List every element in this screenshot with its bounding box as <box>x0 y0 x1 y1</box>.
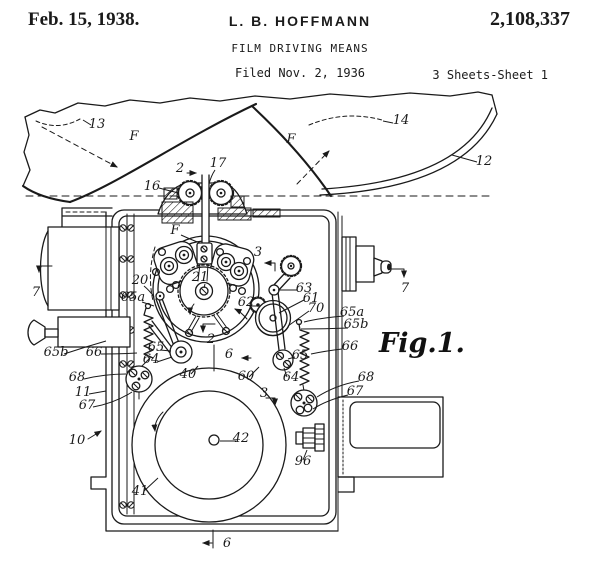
ref-label-21-12: 21 <box>191 270 209 285</box>
film-gate <box>25 174 493 282</box>
ref-label-7-21: 7 <box>401 281 410 296</box>
motor-housing <box>337 396 444 493</box>
ref-label-20-10: 20 <box>131 273 149 288</box>
ref-label-65a-11: 65a <box>121 290 145 305</box>
ref-label-65b-19: 65b <box>344 317 369 332</box>
patent-number: 2,108,337 <box>490 8 570 30</box>
spring-right <box>295 318 310 392</box>
ref-label-17-6: 17 <box>210 156 227 171</box>
ref-label-64-29: 64 <box>283 370 300 385</box>
figure-caption: Fig.1. <box>378 328 465 359</box>
ref-label-10-36: 10 <box>69 433 86 448</box>
handwheel-shaft <box>341 236 392 292</box>
ref-label-68-30: 68 <box>69 370 86 385</box>
ref-label-67-32: 67 <box>79 398 96 413</box>
wing-nut-icon <box>27 319 46 346</box>
ref-label-F-1: F <box>128 129 139 144</box>
ref-label-11-31: 11 <box>75 385 92 400</box>
section-markers <box>36 170 407 549</box>
sprocket-17 <box>207 179 235 207</box>
ref-label-64-25: 64 <box>143 352 160 367</box>
ref-label-65a-18: 65a <box>340 305 364 320</box>
gate-hatched-guides <box>161 187 281 224</box>
ref-label-96-39: 96 <box>295 454 312 469</box>
ref-label-F-3: F <box>285 132 296 147</box>
invention-title: FILM DRIVING MEANS <box>231 42 369 55</box>
ref-label-7-9: 7 <box>32 285 41 300</box>
ref-label-66-23: 66 <box>86 345 103 360</box>
ref-label-F-8: F <box>169 223 180 238</box>
ref-label-65-24: 65 <box>148 340 165 355</box>
filed-date: Filed Nov. 2, 1936 <box>234 66 366 80</box>
hidden-reel-right <box>308 115 383 126</box>
film-magazine <box>21 91 498 204</box>
plate-screws <box>119 224 135 509</box>
ref-label-16-7: 16 <box>144 179 161 194</box>
leader-lines <box>63 119 478 492</box>
ref-label-42-38: 42 <box>232 431 250 446</box>
ref-label-6-27: 6 <box>225 347 233 362</box>
frame-plate-10 <box>90 211 339 532</box>
ref-label-65-28: 65 <box>292 348 309 363</box>
ref-label-6-42: 6 <box>223 536 231 551</box>
ref-label-65b-22: 65b <box>44 345 69 360</box>
flywheel-shaft-42 <box>208 434 220 446</box>
hidden-reel-left <box>35 118 81 126</box>
drive-mechanism <box>125 235 318 417</box>
tension-arm-right <box>268 254 303 371</box>
ref-label-13-0: 13 <box>89 117 106 132</box>
ref-label-3-13: 3 <box>254 245 262 260</box>
ref-label-2-26: 2 <box>206 332 215 347</box>
inventor-name: L. B. HOFFMANN <box>228 13 372 29</box>
anchor-cluster-left <box>125 365 153 400</box>
lens-housing <box>39 226 120 311</box>
ref-label-63-15: 63 <box>296 281 313 296</box>
ref-label-67-41: 67 <box>347 384 364 399</box>
ref-label-41-37: 41 <box>131 484 149 499</box>
ref-label-66-20: 66 <box>342 339 359 354</box>
ref-label-40-33: 40 <box>179 367 197 382</box>
ref-label-70-17: 70 <box>308 301 325 316</box>
satellite-right <box>209 243 255 293</box>
tension-arm-left <box>148 291 193 364</box>
ref-label-2-5: 2 <box>175 161 184 176</box>
ref-label-14-2: 14 <box>393 113 410 128</box>
motor-coupling-96 <box>295 423 325 452</box>
ref-label-12-4: 12 <box>476 154 493 169</box>
ref-label-62-14: 62 <box>238 295 255 310</box>
sheet-label: 3 Sheets-Sheet 1 <box>432 68 548 82</box>
patent-date: Feb. 15, 1938. <box>28 9 140 30</box>
film-direction-arrow-left <box>41 126 118 168</box>
ref-label-68-40: 68 <box>358 370 375 385</box>
film-direction-arrow-right <box>296 150 330 185</box>
rotation-arrow <box>151 411 164 432</box>
thumbscrew-assembly <box>27 316 131 348</box>
anchor-cluster-right <box>290 389 318 417</box>
ref-label-61-16: 61 <box>303 291 320 306</box>
flywheel <box>131 367 287 523</box>
ref-label-3-35: 3 <box>260 386 268 401</box>
ref-label-60-34: 60 <box>238 369 255 384</box>
